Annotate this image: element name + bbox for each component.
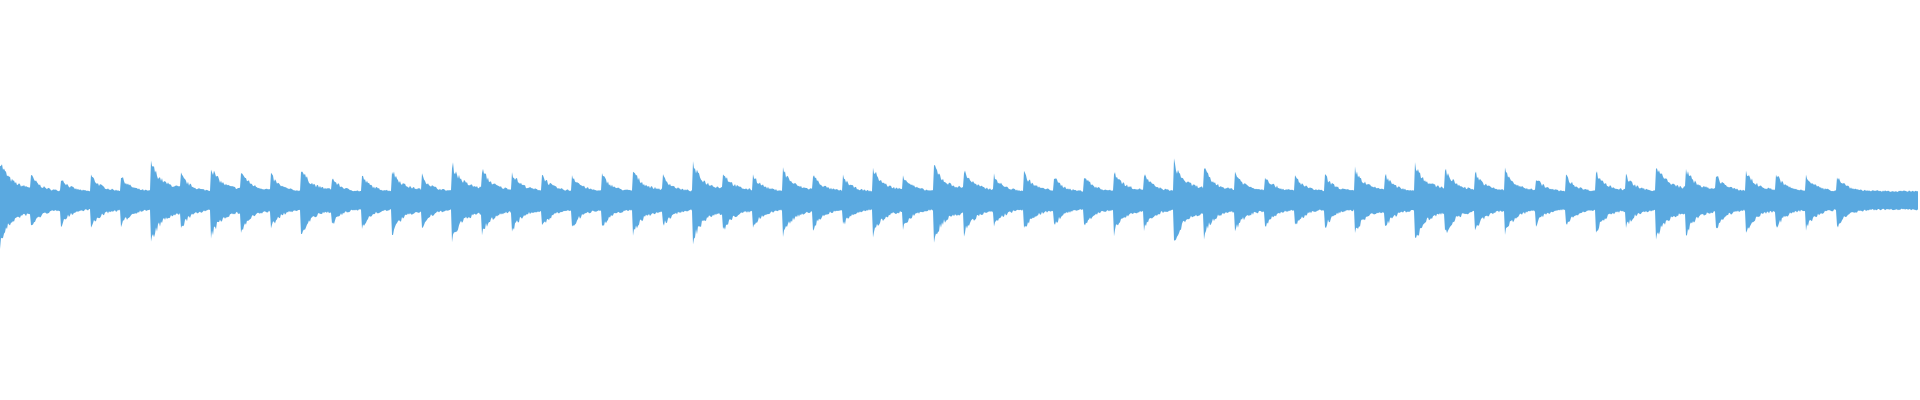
waveform-shape-group [0,158,1918,249]
waveform-path [0,158,1918,249]
